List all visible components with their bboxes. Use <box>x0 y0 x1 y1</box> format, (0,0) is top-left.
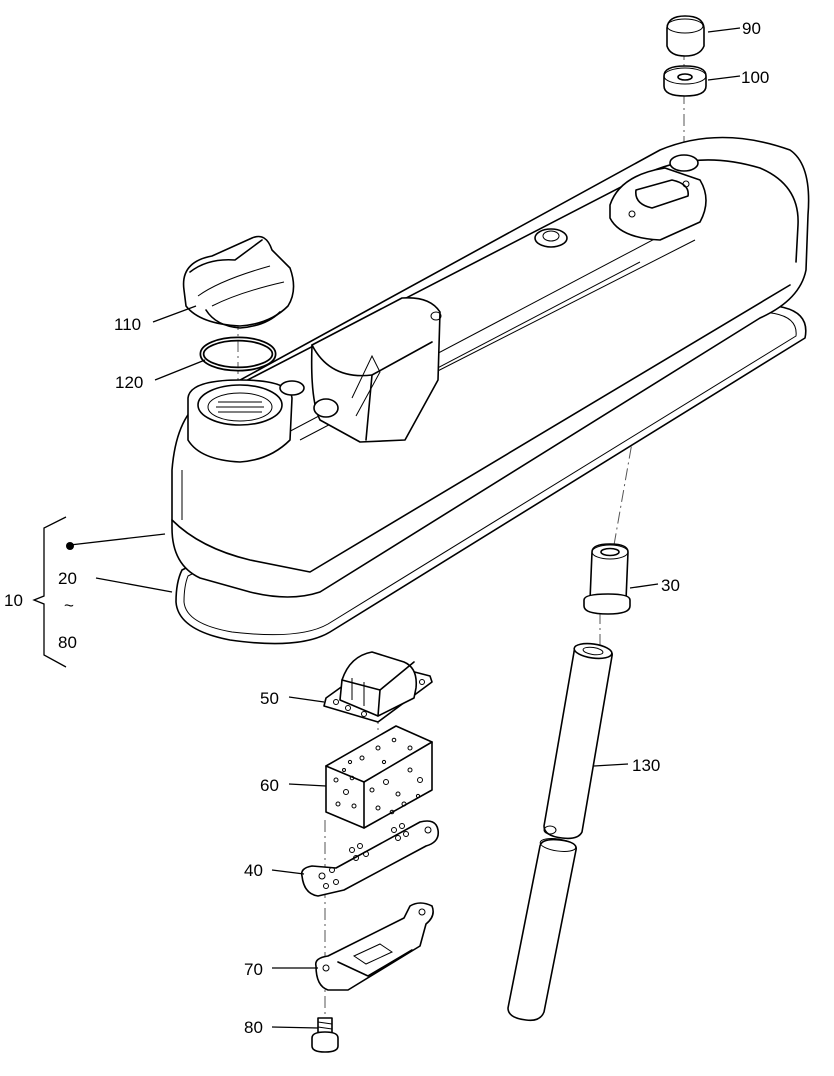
hose-part-130 <box>507 642 613 1022</box>
plate-part-40 <box>300 820 440 897</box>
callout-60: 60 <box>260 776 279 795</box>
baffle-cover-part-50 <box>323 651 433 723</box>
range-bracket <box>32 516 67 668</box>
callout-80: 80 <box>244 1018 263 1037</box>
callout-10: 10 <box>4 591 23 610</box>
callout-50: 50 <box>260 689 279 708</box>
callout-20: 20 <box>58 569 77 588</box>
o-ring-part-120 <box>199 336 277 372</box>
callout-70: 70 <box>244 960 263 979</box>
callout-30: 30 <box>661 576 680 595</box>
assembly-bullet-marker <box>66 542 74 550</box>
range-tilde: ~ <box>64 596 74 615</box>
callout-110: 110 <box>114 315 141 334</box>
callout-40: 40 <box>244 861 263 880</box>
leader-lines <box>69 27 741 1029</box>
callout-130: 130 <box>632 756 660 775</box>
rocker-cover <box>171 136 810 645</box>
callout-100: 100 <box>741 68 769 87</box>
screw-part-80 <box>311 1017 339 1053</box>
callout-labels: 90 100 110 120 10 20 ~ 80 30 50 60 40 70… <box>4 19 769 1037</box>
callout-80-range: 80 <box>58 633 77 652</box>
callout-120: 120 <box>115 373 143 392</box>
oil-filler-cap-part-110 <box>182 235 295 329</box>
washer-part-100 <box>663 65 707 97</box>
hose-fitting-part-30 <box>583 543 631 615</box>
cap-part-90 <box>666 15 705 57</box>
bracket-part-70 <box>314 902 434 991</box>
cover-body <box>171 136 810 598</box>
callout-90: 90 <box>742 19 761 38</box>
filter-element-part-60 <box>325 725 433 829</box>
